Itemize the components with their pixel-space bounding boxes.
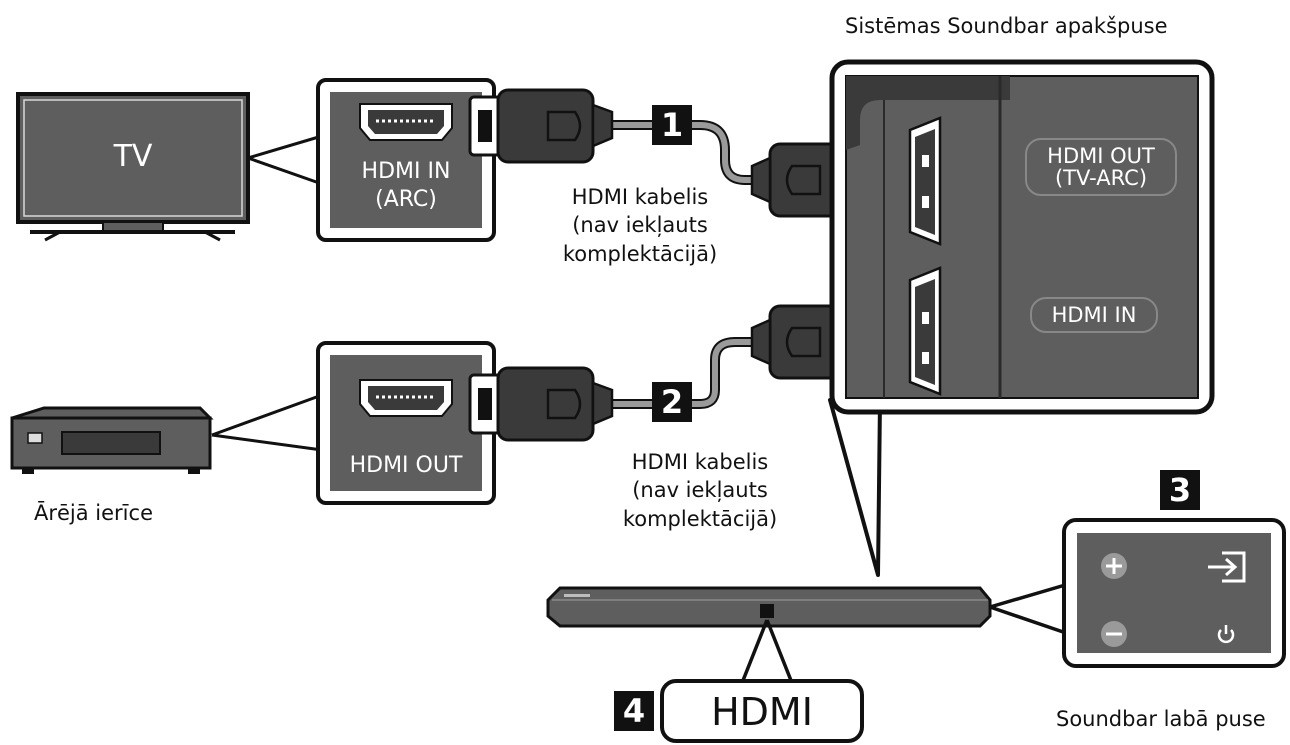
hdmi-port-icon — [359, 379, 453, 417]
hdmi-port-label: HDMI — [711, 690, 813, 734]
cable-2-line-3: komplektācijā) — [622, 506, 778, 531]
hdmi-callout-box — [660, 679, 864, 743]
soundbar-right-side-label: Soundbar labā puse — [1056, 707, 1266, 731]
device-callout-line — [211, 393, 323, 452]
soundbar-hdmi-out-label: HDMI OUT — [1047, 144, 1155, 168]
cable-2-line-2: (nav iekļauts — [632, 478, 768, 503]
device-hdmi-out-label: HDMI OUT — [349, 453, 463, 478]
soundbar-icon — [546, 586, 992, 628]
volume-up-icon — [1101, 553, 1127, 579]
cable-2-caption: HDMI kabelis (nav iekļauts komplektācijā… — [585, 448, 815, 533]
hdmi-in-arc-label: HDMI IN (ARC) — [330, 158, 482, 213]
source-input-icon — [1208, 551, 1246, 583]
soundbar-bottom-title: Sistēmas Soundbar apakšpuse — [845, 14, 1168, 38]
device-port-panel — [330, 355, 482, 491]
soundbar-hdmi-out-pill: HDMI OUT (TV-ARC) — [1025, 138, 1177, 197]
tv-icon — [16, 92, 250, 242]
step-3-badge: 3 — [1160, 470, 1200, 510]
step-1-badge: 1 — [652, 105, 692, 145]
hdmi-port-icon — [359, 103, 453, 141]
power-icon — [1217, 625, 1235, 644]
soundbar-tv-arc-label: (TV-ARC) — [1054, 166, 1148, 191]
right-side-callout-line — [989, 581, 1073, 637]
step-4-badge: 4 — [614, 691, 654, 731]
step-2-badge: 2 — [652, 382, 692, 422]
volume-down-icon — [1101, 621, 1127, 647]
soundbar-hdmi-in-pill: HDMI IN — [1030, 297, 1158, 334]
tv-callout-line — [247, 134, 323, 186]
tv-label: TV — [113, 139, 153, 174]
cable-1-line-2: (nav iekļauts — [572, 213, 708, 238]
hdmi-in-label: HDMI IN — [361, 159, 451, 184]
cable-1-line-3: komplektācijā) — [562, 241, 718, 266]
cable-2-line-1: HDMI kabelis — [631, 450, 769, 474]
cable-1-caption: HDMI kabelis (nav iekļauts komplektācijā… — [520, 183, 760, 268]
external-device-label: Ārējā ierīce — [34, 501, 153, 525]
cable-1-line-1: HDMI kabelis — [571, 185, 709, 209]
hdmi-callout-line — [740, 619, 794, 684]
external-device-icon — [10, 406, 214, 474]
arc-label: (ARC) — [375, 186, 437, 212]
